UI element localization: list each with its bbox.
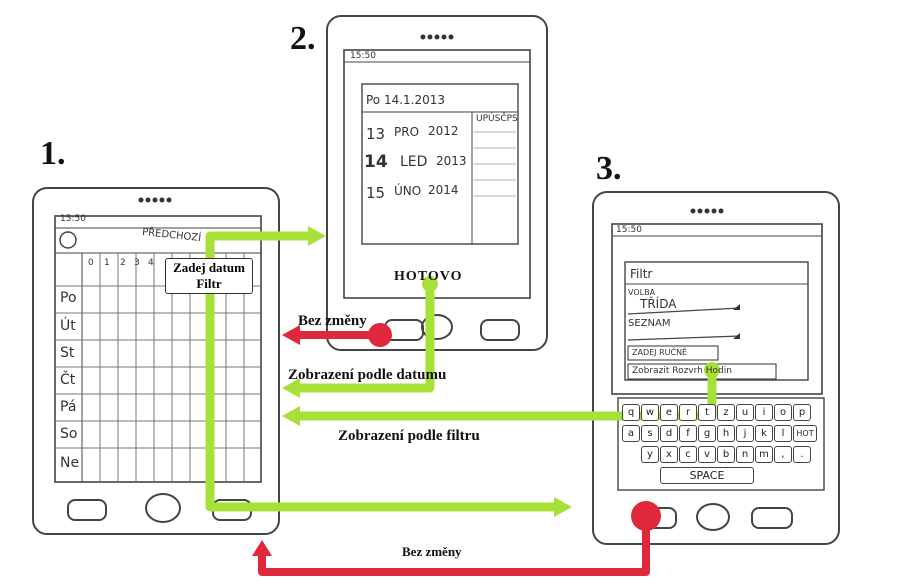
phone-2 [326, 15, 548, 351]
key-d[interactable]: d [660, 425, 678, 442]
day-ct: Čt [60, 372, 76, 388]
phone-3-speaker [690, 208, 724, 214]
phone-2-status-time: 15:50 [350, 51, 376, 61]
hour-0: 0 [88, 258, 94, 268]
done-button[interactable]: HOTOVO [394, 269, 463, 284]
key-a[interactable]: a [622, 425, 640, 442]
arrow-by-date [296, 284, 435, 393]
filter-title: Filtr [630, 267, 653, 281]
key-r[interactable]: r [679, 404, 697, 421]
phone-2-mini-calendar [474, 131, 516, 197]
step-2-label: 2. [290, 20, 316, 57]
date-header: Po 14.1.2013 [366, 93, 446, 107]
zobrazit-touch-point [704, 362, 720, 378]
key-b[interactable]: b [717, 446, 735, 463]
hour-4: 4 [148, 258, 154, 268]
hotovo-touch-point [422, 276, 438, 292]
key-u[interactable]: u [736, 404, 754, 421]
key-h[interactable]: h [717, 425, 735, 442]
show-timetable-button[interactable]: Zobrazit Rozvrh Hodin [632, 366, 732, 376]
green-arrowheads [282, 226, 572, 517]
key-w[interactable]: w [641, 404, 659, 421]
day-13[interactable]: 13 [366, 125, 386, 143]
phone-3-back-touch [631, 501, 661, 531]
arrow-bez-zmeny-bottom [258, 520, 650, 576]
key-x[interactable]: x [660, 446, 678, 463]
day-ne: Ne [60, 455, 80, 471]
day-ut: Út [60, 318, 76, 334]
phone-3-status-time: 15:50 [616, 225, 642, 235]
label-bez-zmeny-top: Bez změny [298, 313, 367, 329]
seznam-select[interactable]: SEZNAM [628, 318, 671, 329]
red-arrowheads [252, 325, 300, 556]
year-2014[interactable]: 2014 [428, 183, 459, 197]
key-p[interactable]: p [793, 404, 811, 421]
key-l[interactable]: l [774, 425, 792, 442]
phone-1-back-icon [59, 231, 77, 249]
key-c[interactable]: c [679, 446, 697, 463]
label-by-filter: Zobrazení podle filtru [338, 428, 480, 444]
key-j[interactable]: j [736, 425, 754, 442]
label-by-date: Zobrazení podle datumu [288, 367, 447, 383]
month-pro[interactable]: PRO [394, 125, 420, 139]
dropdown-volba-icon [733, 304, 740, 310]
key-z[interactable]: z [717, 404, 735, 421]
phone-2-speaker [420, 34, 454, 40]
key-space[interactable]: SPACE [660, 467, 754, 484]
step-3-label: 3. [596, 150, 622, 187]
key-period[interactable]: . [793, 446, 811, 463]
key-t[interactable]: t [698, 404, 716, 421]
phone-2-back-touch [368, 323, 392, 347]
month-led[interactable]: LED [400, 154, 428, 170]
hour-2: 2 [120, 258, 126, 268]
day-15[interactable]: 15 [366, 184, 386, 202]
step-1-label: 1. [40, 135, 66, 172]
key-hot[interactable]: HOT [793, 425, 817, 442]
month-uno[interactable]: ÚNO [394, 184, 422, 198]
key-m[interactable]: m [755, 446, 773, 463]
phone-1-speaker [138, 197, 172, 203]
day-pa: Pá [60, 399, 77, 415]
manual-entry-button[interactable]: ZADEJ RUČNĚ [632, 348, 688, 357]
weekday-header: UPÚSČPS [476, 114, 518, 124]
trida-select[interactable]: TŘÍDA [640, 297, 677, 311]
phone-1-status-time: 15:50 [60, 214, 86, 224]
date-filter-popup[interactable]: Zadej datum Filtr [165, 258, 253, 294]
key-q[interactable]: q [622, 404, 640, 421]
key-v[interactable]: v [698, 446, 716, 463]
volba-label: VOLBA [628, 288, 656, 297]
day-po: Po [60, 290, 77, 306]
day-14[interactable]: 14 [364, 152, 388, 172]
red-arrows [258, 331, 650, 576]
dropdown-seznam-icon [733, 333, 740, 339]
year-2012[interactable]: 2012 [428, 124, 459, 138]
hour-3: 3 [134, 258, 140, 268]
key-e[interactable]: e [660, 404, 678, 421]
key-o[interactable]: o [774, 404, 792, 421]
key-comma[interactable]: , [774, 446, 792, 463]
day-st: St [60, 345, 75, 361]
label-bez-zmeny-bottom: Bez změny [402, 544, 462, 559]
popup-date-option[interactable]: Zadej datum [173, 260, 245, 275]
key-n[interactable]: n [736, 446, 754, 463]
key-s[interactable]: s [641, 425, 659, 442]
key-y[interactable]: y [641, 446, 659, 463]
arrow-to-filter [205, 294, 555, 512]
key-g[interactable]: g [698, 425, 716, 442]
arrow-to-date-picker [205, 231, 312, 262]
key-f[interactable]: f [679, 425, 697, 442]
key-k[interactable]: k [755, 425, 773, 442]
popup-filter-option[interactable]: Filtr [196, 276, 222, 291]
key-i[interactable]: i [755, 404, 773, 421]
year-2013[interactable]: 2013 [436, 154, 467, 168]
day-so: So [60, 426, 78, 442]
hour-1: 1 [104, 258, 110, 268]
